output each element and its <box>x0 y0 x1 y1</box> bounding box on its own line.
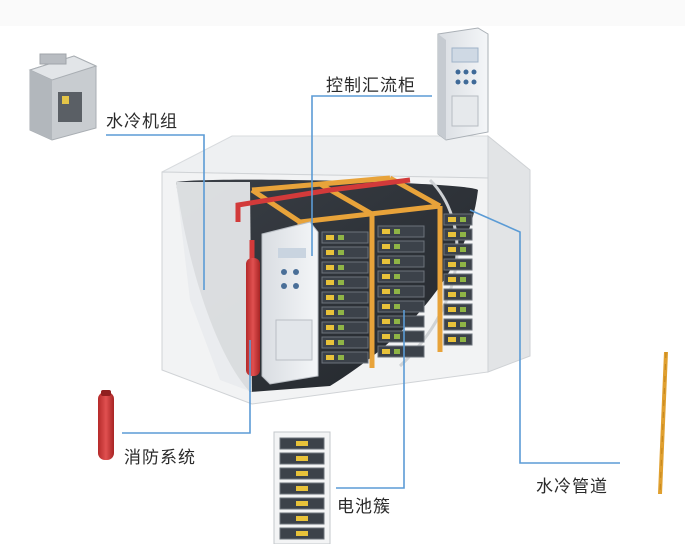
fire-cylinder-inside <box>246 258 260 376</box>
control-cabinet-label: 控制汇流柜 <box>326 76 416 96</box>
rack-battery-module <box>279 452 325 465</box>
callout-lines <box>106 95 620 489</box>
rack-battery-module <box>279 497 325 510</box>
fire-system-label: 消防系统 <box>124 448 196 468</box>
rack-battery-module <box>279 512 325 525</box>
water-chiller-label: 水冷机组 <box>106 112 178 132</box>
water-pipe-image <box>658 351 668 495</box>
battery-module <box>321 231 369 244</box>
fire-extinguisher-image <box>98 390 114 460</box>
water-chiller-image <box>28 53 98 141</box>
callout-line-pipe <box>469 209 620 464</box>
rack-battery-module <box>279 527 325 540</box>
water-pipe-label: 水冷管道 <box>536 477 608 497</box>
callout-line-battery <box>336 310 405 489</box>
rack-battery-module <box>279 437 325 450</box>
control-cabinet-inside <box>261 221 319 385</box>
battery-module <box>321 321 369 334</box>
battery-module <box>443 243 473 256</box>
battery-module <box>443 333 473 346</box>
battery-module <box>377 270 425 283</box>
battery-module <box>377 255 425 268</box>
battery-module <box>377 240 425 253</box>
battery-module <box>377 315 425 328</box>
battery-module <box>443 288 473 301</box>
battery-module <box>443 258 473 271</box>
battery-module <box>443 303 473 316</box>
battery-module <box>377 330 425 343</box>
battery-cluster-image <box>273 431 331 544</box>
battery-module <box>377 300 425 313</box>
battery-module <box>321 291 369 304</box>
callout-line-chiller <box>106 134 205 290</box>
battery-module <box>321 336 369 349</box>
battery-module <box>443 273 473 286</box>
battery-module <box>377 285 425 298</box>
rack-battery-module <box>279 467 325 480</box>
battery-module <box>443 213 473 226</box>
callout-line-fire <box>122 340 251 434</box>
battery-module <box>377 225 425 238</box>
battery-module <box>321 306 369 319</box>
top-band <box>0 0 685 26</box>
battery-module <box>321 351 369 364</box>
callout-line-control <box>311 95 432 256</box>
battery-module <box>443 318 473 331</box>
battery-module <box>321 276 369 289</box>
battery-modules-inside <box>321 213 473 364</box>
rack-battery-module <box>279 482 325 495</box>
battery-module <box>377 345 425 358</box>
battery-module <box>321 261 369 274</box>
battery-module <box>443 228 473 241</box>
battery-module <box>321 246 369 259</box>
control-cabinet-image <box>437 27 489 141</box>
battery-cluster-label: 电池簇 <box>337 497 391 517</box>
